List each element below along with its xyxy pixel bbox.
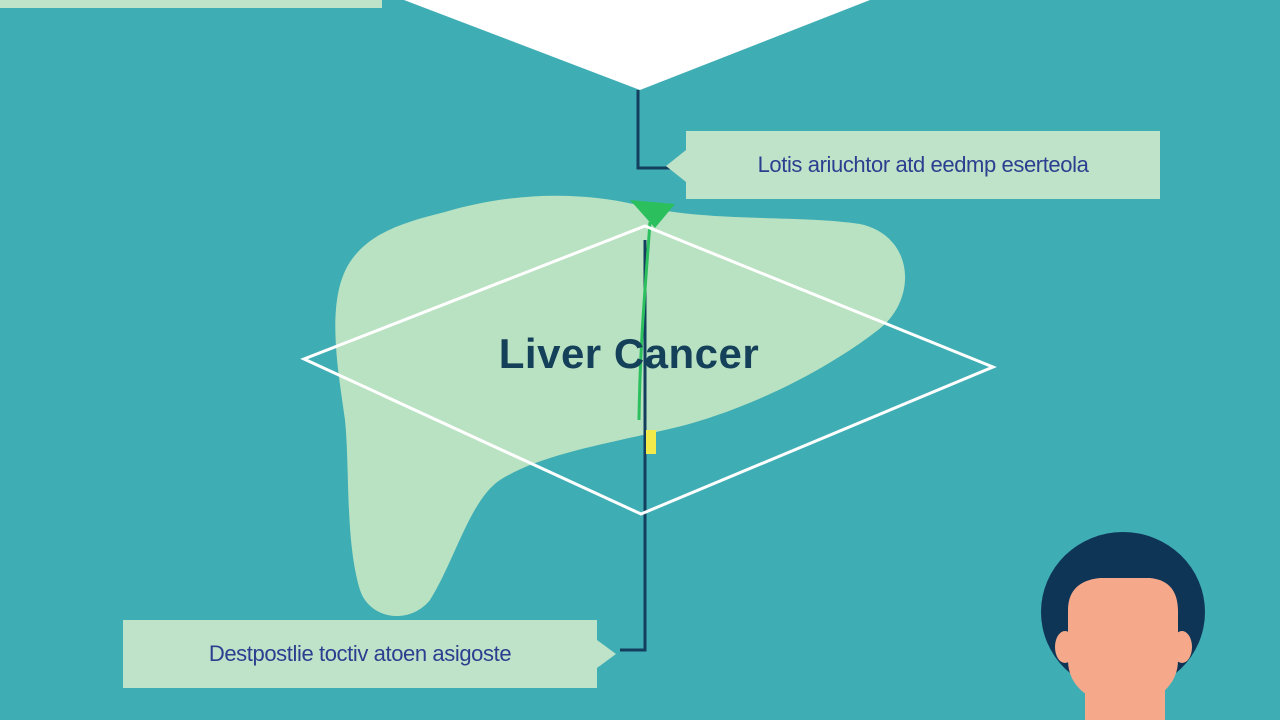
green-accent-mark xyxy=(630,200,675,228)
green-divider-line xyxy=(637,221,652,421)
top-diamond-shape xyxy=(404,0,870,90)
callout-bottom-text: Destpostlie toctiv atoen asigoste xyxy=(208,641,512,666)
callout-partial-bottom xyxy=(0,0,382,8)
liver-icon xyxy=(335,195,906,617)
callout-bottom: Destpostlie toctiv atoen asigoste xyxy=(123,620,597,688)
yellow-accent-mark xyxy=(646,430,656,454)
connector-line-center xyxy=(620,240,647,652)
diagram-title: Liver Cancer xyxy=(498,330,760,377)
callout-bottom-pointer xyxy=(597,640,616,668)
callout-top: Lotis ariuchtor atd eedmp eserteola xyxy=(686,131,1160,199)
person-avatar-icon xyxy=(1041,532,1205,720)
callout-top-pointer xyxy=(666,150,686,182)
callout-top-text: Lotis ariuchtor atd eedmp eserteola xyxy=(757,152,1089,177)
center-diamond-outline xyxy=(300,224,997,516)
